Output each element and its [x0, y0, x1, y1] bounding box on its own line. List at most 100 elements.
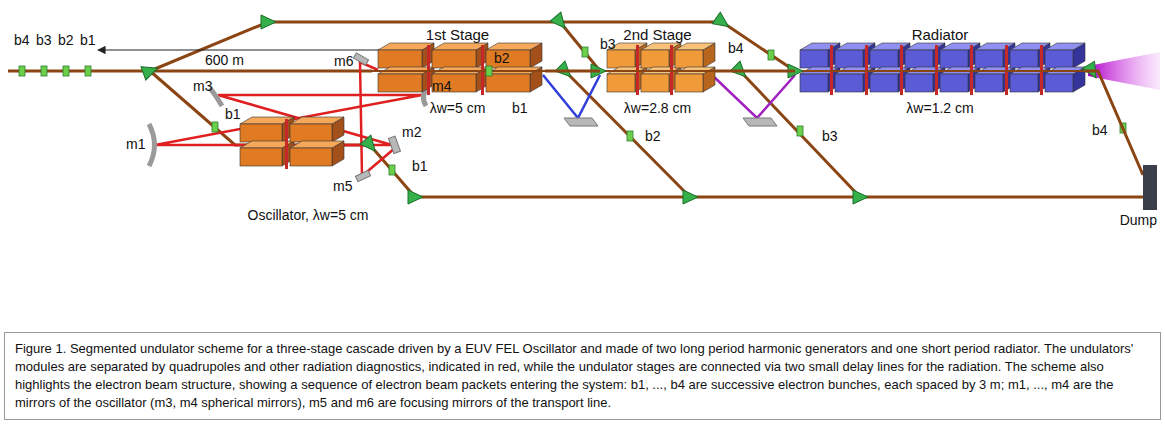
callout-label: 600 m: [205, 52, 244, 68]
magnet-front: [975, 74, 1003, 92]
callout-label: b4: [728, 40, 744, 56]
electron-bunch: [63, 66, 69, 76]
stage-label: 2nd Stage: [623, 26, 691, 43]
callout-label: b2: [494, 50, 510, 66]
magnet-top: [432, 43, 488, 50]
harmonic-radiation: [543, 75, 600, 118]
callout-label: m6: [334, 53, 353, 69]
magnet-front: [378, 50, 422, 68]
dipole-magnet: [683, 190, 698, 204]
delay-mirror: [743, 118, 777, 126]
undulator-module: [290, 117, 344, 166]
magnet-front: [432, 50, 476, 68]
callout-label: b4: [1092, 122, 1108, 138]
undulator-module: [870, 43, 910, 92]
undulator-module: [940, 43, 980, 92]
callout-label: m2: [402, 124, 421, 140]
magnet-top: [641, 43, 681, 50]
magnet-front: [905, 50, 933, 68]
magnet-top: [1010, 43, 1050, 50]
electron-beamline: [715, 70, 795, 73]
magnet-front: [486, 74, 530, 92]
magnet-front: [940, 74, 968, 92]
dipole-magnet: [141, 62, 160, 80]
electron-bunch: [768, 50, 774, 60]
stage-label: 1st Stage: [426, 26, 489, 43]
dipole-magnet: [261, 15, 276, 29]
electron-bypass-line: [722, 22, 795, 71]
beam-dump: Dump: [1143, 165, 1157, 210]
mirror-m2: [388, 136, 400, 153]
magnet-front: [641, 74, 669, 92]
callout-label: b1: [225, 106, 241, 122]
magnet-top: [835, 43, 875, 50]
mirror-m6: [353, 53, 368, 65]
electron-bunch: [389, 165, 395, 175]
stage-label: λw=5 cm: [430, 100, 486, 116]
magnet-front: [607, 74, 635, 92]
electron-beamline: [795, 70, 1085, 72]
electron-beamline: [8, 70, 372, 73]
magnet-front: [240, 148, 282, 166]
magnet-front: [1045, 50, 1073, 68]
callout-label: b3: [822, 128, 838, 144]
electron-beamline: [600, 70, 715, 72]
stage-label: Dump: [1120, 212, 1157, 228]
electron-beamline: [1085, 71, 1143, 175]
magnet-top: [940, 43, 980, 50]
harmonic-stage: 2nd Stage λw=2.8 cm: [600, 26, 715, 116]
stage-label: Oscillator, λw=5 cm: [248, 207, 369, 223]
undulator-module: [1045, 43, 1085, 92]
magnet-top: [290, 117, 344, 124]
magnet-front: [1045, 74, 1073, 92]
magnet-front: [1010, 74, 1038, 92]
magnet-top: [486, 43, 542, 50]
delay-mirror: [564, 118, 598, 126]
stage-label: λw=2.8 cm: [624, 100, 691, 116]
magnet-front: [800, 74, 828, 92]
magnet-front: [290, 124, 332, 142]
magnet-front: [486, 50, 530, 68]
electron-beamline: [372, 70, 545, 72]
magnet-top: [905, 43, 945, 50]
magnet-front: [905, 74, 933, 92]
electron-bunch: [19, 66, 25, 76]
dipole-magnet: [712, 12, 732, 32]
electron-oscillator-line: [150, 71, 1143, 197]
undulator-module: [675, 43, 715, 92]
undulator-module: [835, 43, 875, 92]
quadrupole: [285, 119, 288, 169]
callout-label: b1: [512, 100, 528, 116]
dipole-magnet: [408, 190, 423, 204]
callout-label: m5: [333, 178, 352, 194]
magnet-front: [607, 50, 635, 68]
magnet-front: [675, 74, 703, 92]
callout-label: b1: [412, 158, 428, 174]
callout-label: b3: [600, 36, 616, 52]
magnet-front: [870, 50, 898, 68]
undulator-module: [1010, 43, 1050, 92]
electron-bunch: [85, 66, 91, 76]
dipole-magnet: [360, 135, 380, 155]
oscillator-undulator: Oscillator, λw=5 cm: [228, 118, 388, 223]
magnet-front: [835, 74, 863, 92]
callout-label: m4: [432, 78, 451, 94]
magnet-top: [1045, 43, 1085, 50]
undulator-module: [905, 43, 945, 92]
callout-label: m1: [126, 136, 145, 152]
magnet-top: [800, 43, 840, 50]
callout-label: b4: [14, 32, 30, 48]
stage-label: Radiator: [912, 26, 969, 43]
callout-label: m3: [193, 78, 212, 94]
magnet-front: [641, 50, 669, 68]
magnet-front: [870, 74, 898, 92]
callout-label: b3: [36, 32, 52, 48]
radiator-undulator: Radiatorλw=1.2 cm: [795, 26, 1085, 116]
dipole-magnet: [550, 12, 570, 32]
magnet-top: [290, 141, 344, 148]
callout-label: b1: [80, 32, 96, 48]
electron-beamline: [545, 70, 600, 73]
mirror-m5: [355, 170, 370, 181]
magnet-front: [1010, 50, 1038, 68]
oscillator-radiation: [155, 95, 422, 145]
